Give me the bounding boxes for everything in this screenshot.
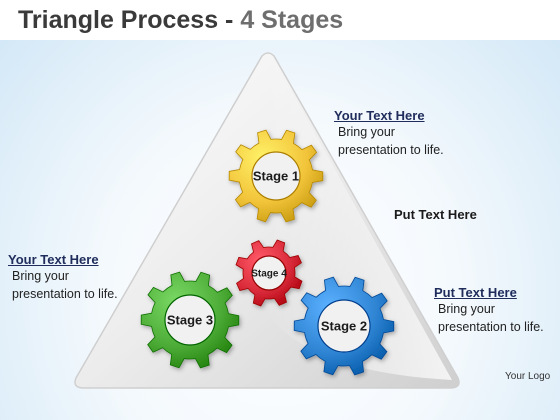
callout-left-body: Bring your presentation to life. xyxy=(12,269,118,301)
logo-text: Your Logo xyxy=(505,371,551,382)
title-bar xyxy=(0,0,560,40)
gear-stage-4: Stage 4 xyxy=(235,239,303,307)
stage-label-4: Stage 4 xyxy=(251,269,287,280)
callout-top-right-heading: Your Text Here xyxy=(334,108,425,123)
title-main: Triangle Process xyxy=(18,6,219,34)
callout-middle-right-heading: Put Text Here xyxy=(394,207,477,222)
stage-label-2: Stage 2 xyxy=(321,319,367,334)
stage-label-3: Stage 3 xyxy=(167,313,213,328)
stage-label-1: Stage 1 xyxy=(253,169,299,184)
gear-hole xyxy=(251,151,301,201)
slide-title: Triangle Process - 4 Stages xyxy=(18,6,343,35)
callout-top-right: Your Text Here Bring your presentation t… xyxy=(334,108,463,159)
title-separator: - xyxy=(218,6,241,34)
callout-bottom-right: Put Text Here Bring your presentation to… xyxy=(434,285,560,336)
callout-bottom-right-heading: Put Text Here xyxy=(434,285,517,300)
gear-stage-1: Stage 1 xyxy=(228,129,324,223)
gear-hole xyxy=(317,299,371,353)
title-accent: 4 Stages xyxy=(240,6,344,34)
callout-bottom-right-body: Bring your presentation to life. xyxy=(438,302,544,334)
gear-stage-3: Stage 3 xyxy=(140,271,240,369)
callout-top-right-body: Bring your presentation to life. xyxy=(338,125,444,157)
gear-stage-2: Stage 2 xyxy=(293,276,395,376)
gear-hole xyxy=(251,255,287,291)
gear-hole xyxy=(164,294,216,346)
callout-left: Your Text Here Bring your presentation t… xyxy=(8,252,137,303)
callout-left-heading: Your Text Here xyxy=(8,252,99,267)
